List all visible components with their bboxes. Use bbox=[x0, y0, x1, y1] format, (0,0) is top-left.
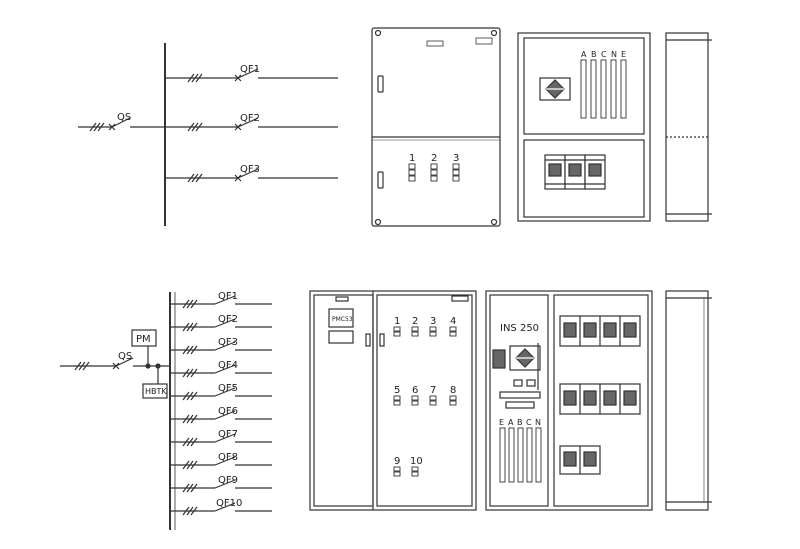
qf7-label: QF7 bbox=[218, 429, 238, 440]
switch-label: INS 250 bbox=[500, 323, 539, 334]
qf3-label: QF3 bbox=[240, 164, 260, 175]
phase-label: N bbox=[535, 418, 541, 427]
feeder-qf6 bbox=[170, 410, 272, 424]
phase-label: B bbox=[591, 50, 597, 59]
breakers-row bbox=[559, 315, 641, 347]
panel-number: 5 bbox=[394, 385, 400, 396]
pm-label: PM bbox=[136, 334, 151, 345]
single-line-diagram-2 bbox=[60, 292, 272, 530]
breakers-row bbox=[544, 154, 606, 190]
meter-icon bbox=[328, 308, 354, 328]
hbtk-box bbox=[142, 383, 168, 399]
qf5-label: QF5 bbox=[218, 383, 238, 394]
phase-label: N bbox=[611, 50, 617, 59]
door-handle-icon bbox=[377, 171, 384, 189]
feeder-qf3 bbox=[170, 341, 272, 355]
phase-label: A bbox=[581, 50, 587, 59]
feeder-qf1 bbox=[165, 68, 338, 83]
panel-number: 2 bbox=[431, 153, 437, 164]
qs-label: QS bbox=[118, 351, 132, 362]
qf10-label: QF10 bbox=[216, 498, 242, 509]
feeder-qf4 bbox=[170, 364, 272, 378]
door-handle-icon bbox=[379, 333, 385, 347]
qf3-label: QF3 bbox=[218, 337, 238, 348]
cabinet-side-2 bbox=[665, 290, 712, 511]
cabinet-interior-1 bbox=[517, 32, 651, 222]
feeder-qf7 bbox=[170, 433, 272, 447]
door-handle-icon bbox=[365, 333, 371, 347]
panel-number: 3 bbox=[453, 153, 459, 164]
qf2-label: QF2 bbox=[218, 314, 238, 325]
breaker-icon bbox=[492, 349, 506, 369]
qf4-label: QF4 bbox=[218, 360, 238, 371]
phase-label: B bbox=[517, 418, 523, 427]
feeders bbox=[170, 295, 272, 516]
meter-label: PMC53 bbox=[332, 316, 353, 323]
phase-label: E bbox=[499, 418, 504, 427]
phase-bars bbox=[580, 59, 627, 119]
breakers-row bbox=[559, 445, 601, 475]
qf1-label: QF1 bbox=[240, 64, 260, 75]
qf8-label: QF8 bbox=[218, 452, 238, 463]
single-line-diagram-1 bbox=[78, 43, 338, 226]
panel-number: 3 bbox=[430, 316, 436, 327]
cabinet-interior-2 bbox=[485, 290, 653, 511]
phase-label: A bbox=[508, 418, 514, 427]
feeder-qf2 bbox=[165, 117, 338, 132]
feeder-qf3 bbox=[165, 168, 338, 183]
qf9-label: QF9 bbox=[218, 475, 238, 486]
phase-label: C bbox=[601, 50, 607, 59]
pm-box bbox=[131, 329, 157, 347]
qf2-label: QF2 bbox=[240, 113, 260, 124]
panel-number: 2 bbox=[412, 316, 418, 327]
qs-label: QS bbox=[117, 112, 131, 123]
panel-number: 4 bbox=[450, 316, 456, 327]
main-switch-icon bbox=[539, 77, 571, 101]
feeder-qf9 bbox=[170, 479, 272, 493]
panel-number: 6 bbox=[412, 385, 418, 396]
feeder-qf5 bbox=[170, 387, 272, 401]
cabinet-side-1 bbox=[665, 32, 712, 222]
cabinet-front-1 bbox=[371, 27, 501, 227]
qf1-label: QF1 bbox=[218, 291, 238, 302]
phase-bars bbox=[499, 427, 542, 483]
panel-number: 1 bbox=[409, 153, 415, 164]
feeder-qf8 bbox=[170, 456, 272, 470]
panel-number: 8 bbox=[450, 385, 456, 396]
main-switch-icon bbox=[509, 345, 541, 371]
incoming-line bbox=[78, 117, 165, 132]
qf6-label: QF6 bbox=[218, 406, 238, 417]
feeder-qf10 bbox=[170, 502, 272, 516]
hbtk-label: HBTK bbox=[145, 387, 167, 396]
breakers-row bbox=[559, 383, 641, 415]
phase-label: E bbox=[621, 50, 626, 59]
incoming-line bbox=[60, 346, 170, 384]
door-handle-icon bbox=[377, 75, 384, 93]
panel-number: 9 bbox=[394, 456, 400, 467]
panel-number: 7 bbox=[430, 385, 436, 396]
feeder-qf2 bbox=[170, 318, 272, 332]
panel-number: 1 bbox=[394, 316, 400, 327]
feeder-qf1 bbox=[170, 295, 272, 309]
panel-number: 10 bbox=[410, 456, 423, 467]
phase-label: C bbox=[526, 418, 532, 427]
cabinet-front-2 bbox=[309, 290, 477, 511]
